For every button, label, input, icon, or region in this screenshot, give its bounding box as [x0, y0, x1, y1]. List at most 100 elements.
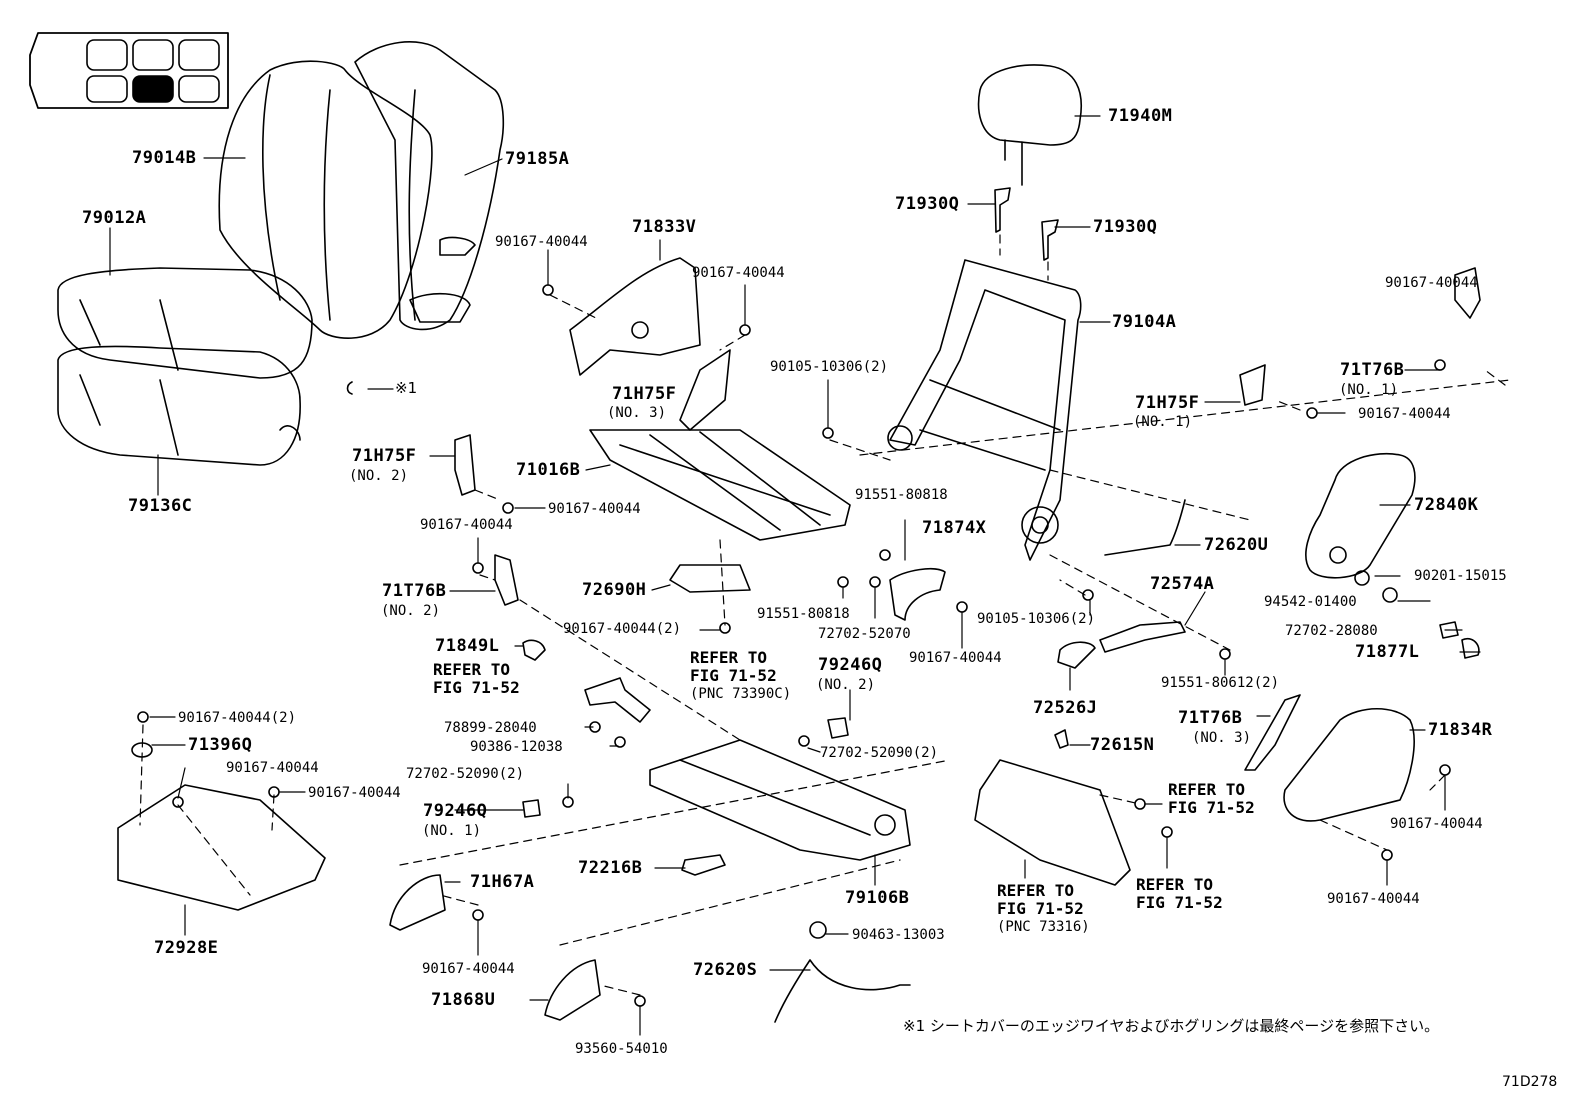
refer-5-line-2: FIG 71-52 — [1136, 893, 1223, 913]
label-71833V: 71833V — [632, 217, 697, 237]
cover-72216B — [681, 854, 726, 876]
label-72702-b: 72702-28080 — [1285, 623, 1378, 639]
label-90105-b: 90105-10306(2) — [977, 611, 1096, 627]
seat-track-frame-79106B — [649, 739, 911, 861]
clip-72615N — [1054, 729, 1069, 749]
label-71T76B-no3: 71T76B — [1178, 708, 1243, 728]
knob-71849L — [522, 639, 546, 661]
cover-71T76B-no2 — [494, 554, 519, 606]
refer-to-fig-5: REFER TO FIG 71-52 — [1136, 875, 1223, 913]
label-79246Q-no2-sub: (NO. 2) — [816, 677, 876, 693]
handle-72526J — [1057, 641, 1096, 669]
bushing-72702-28080 — [1439, 621, 1459, 639]
bracket-71H75F-no3 — [679, 349, 731, 431]
locator-cell-rear-center-selected — [132, 75, 174, 103]
label-79106B: 79106B — [845, 888, 910, 908]
label-90386: 90386-12038 — [470, 739, 563, 755]
label-91551-b: 91551-80818 — [757, 606, 850, 622]
label-72702-d: 72702-52090(2) — [406, 766, 525, 782]
cable-72620U — [1104, 499, 1186, 556]
label-79185A: 79185A — [505, 149, 570, 169]
label-79246Q-no1: 79246Q — [423, 801, 488, 821]
label-71834R: 71834R — [1428, 720, 1493, 740]
headrest-guide-71930Q — [994, 187, 1059, 261]
label-90167-m: 90167-40044 — [1390, 816, 1483, 832]
label-72620U: 72620U — [1204, 535, 1269, 555]
label-90167-f: 90167-40044 — [909, 650, 1002, 666]
lever-72574A — [1099, 621, 1186, 653]
label-90167-l: 90167-40044 — [422, 961, 515, 977]
refer-2-line-3: (PNC 73390C) — [690, 685, 792, 702]
seatback-rear-cover-79185A — [354, 41, 505, 331]
label-79246Q-no1-sub: (NO. 1) — [422, 823, 482, 839]
label-71940M: 71940M — [1108, 106, 1173, 126]
label-90167-a: 90167-40044 — [495, 234, 588, 250]
label-90167-n: 90167-40044 — [1327, 891, 1420, 907]
label-72702-c: 72702-52090(2) — [820, 745, 939, 761]
label-marker-note: ※1 — [395, 379, 418, 397]
label-94542: 94542-01400 — [1264, 594, 1357, 610]
seat-position-locator — [29, 32, 229, 109]
label-90167-e: 90167-40044(2) — [563, 621, 682, 637]
cover-71T76B-no1 — [1454, 267, 1481, 319]
label-71T76B-no2: 71T76B — [382, 581, 447, 601]
bracket-71H75F-no2 — [454, 434, 476, 496]
cover-71T76B-no3 — [1244, 694, 1301, 771]
locator-cell-front-left — [86, 39, 128, 71]
refer-3-line-1: REFER TO — [1168, 780, 1246, 799]
refer-4-line-2: FIG 71-52 — [997, 899, 1084, 919]
label-72526J: 72526J — [1033, 698, 1098, 718]
refer-to-fig-4: REFER TO FIG 71-52 (PNC 73316) — [997, 881, 1090, 935]
cable-72620S — [774, 959, 911, 1023]
refer-4-line-3: (PNC 73316) — [997, 918, 1090, 935]
label-90167-k: 90167-40044 — [308, 785, 401, 801]
recliner-cover-71834R — [1283, 707, 1415, 822]
refer-to-fig-2: REFER TO FIG 71-52 (PNC 73390C) — [690, 648, 792, 702]
label-71396Q: 71396Q — [188, 735, 253, 755]
refer-1-line-1: REFER TO — [433, 660, 511, 679]
label-71H67A: 71H67A — [470, 872, 535, 892]
headrest-71940M — [977, 64, 1082, 186]
cover-71874X — [889, 568, 946, 621]
cover-71H67A — [389, 874, 446, 931]
seat-cover-assembly — [974, 759, 1131, 886]
label-90167-d: 90167-40044 — [420, 517, 513, 533]
label-90463: 90463-13003 — [852, 927, 945, 943]
band-90463 — [809, 921, 827, 939]
cover-71868U — [544, 959, 601, 1021]
leader-lines — [109, 115, 1481, 1036]
label-72216B: 72216B — [578, 858, 643, 878]
label-90167-h: 90167-40044 — [1358, 406, 1451, 422]
label-72928E: 72928E — [154, 938, 219, 958]
refer-5-line-1: REFER TO — [1136, 875, 1214, 894]
label-71868U: 71868U — [431, 990, 496, 1010]
label-71877L: 71877L — [1355, 642, 1420, 662]
label-79246Q-no2: 79246Q — [818, 655, 883, 675]
washer-90201 — [1354, 570, 1370, 586]
footnote: ※1 シートカバーのエッジワイヤおよびホグリングは最終ページを参照下さい。 — [903, 1017, 1440, 1035]
label-93560: 93560-54010 — [575, 1041, 668, 1057]
refer-1-line-2: FIG 71-52 — [433, 678, 520, 698]
locator-cell-front-right — [178, 39, 220, 71]
refer-4-line-1: REFER TO — [997, 881, 1075, 900]
label-71849L: 71849L — [435, 636, 500, 656]
label-79136C: 79136C — [128, 496, 193, 516]
label-72615N: 72615N — [1090, 735, 1155, 755]
label-72840K: 72840K — [1414, 495, 1479, 515]
label-71930Q-b: 71930Q — [1093, 217, 1158, 237]
locator-cell-rear-left — [86, 75, 128, 103]
label-71H75F-no2-sub: (NO. 2) — [349, 468, 409, 484]
label-90201: 90201-15015 — [1414, 568, 1507, 584]
cushion-frame-71016B — [589, 429, 851, 541]
refer-3-line-2: FIG 71-52 — [1168, 798, 1255, 818]
refer-2-line-2: FIG 71-52 — [690, 666, 777, 686]
lock-cover-72690H — [669, 564, 751, 593]
label-91551-a: 91551-80818 — [855, 487, 948, 503]
refer-2-line-1: REFER TO — [690, 648, 768, 667]
label-71016B: 71016B — [516, 460, 581, 480]
clip-79246Q-no1 — [522, 799, 541, 818]
locator-cell-rear-right — [178, 75, 220, 103]
label-71H75F-no3: 71H75F — [612, 384, 677, 404]
label-71930Q-a: 71930Q — [895, 194, 960, 214]
